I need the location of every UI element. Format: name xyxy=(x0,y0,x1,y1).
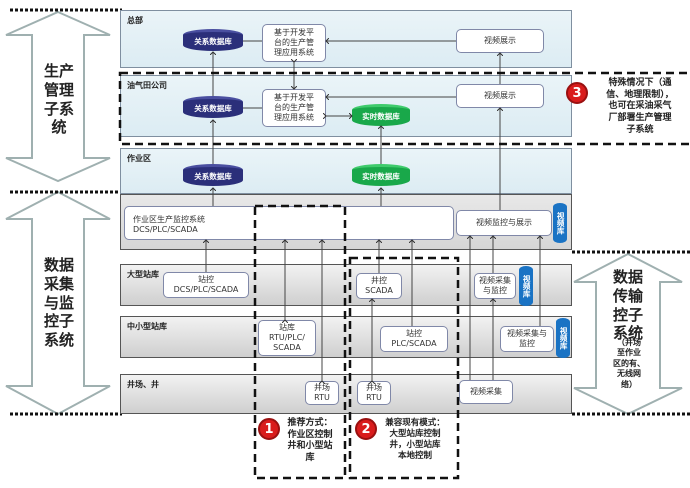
well-rtu-2: 井场 RTU xyxy=(357,381,391,405)
layer-label-oilfield-company: 油气田公司 xyxy=(127,81,167,90)
data-transmission-sublabel: （井场 至作业 区的有、 无线网 络） xyxy=(613,338,645,389)
well-rtu-1: 井场 RTU xyxy=(305,381,339,405)
video-db-work-area: 视频库 xyxy=(553,203,567,243)
production-management-arrow xyxy=(5,10,111,183)
station-control-large: 站控 DCS/PLC/SCADA xyxy=(163,272,249,298)
prod-app-hq: 基于开发平 台的生产管 理应用系统 xyxy=(262,24,326,62)
video-collect-small: 视频采集与 监控 xyxy=(500,326,554,352)
dashed-region-1 xyxy=(253,204,347,480)
prod-app-company: 基于开发平 台的生产管 理应用系统 xyxy=(262,89,326,127)
badge-3: 3 xyxy=(566,82,588,104)
badge-1: 1 xyxy=(258,418,280,440)
layer-label-large-station: 大型站库 xyxy=(127,270,159,279)
relational-db-company: 关系数据库 xyxy=(183,96,243,118)
realtime-db-work-area: 实时数据库 xyxy=(352,164,410,186)
relational-db-work-area: 关系数据库 xyxy=(183,164,243,186)
station-control-small: 站控 PLC/SCADA xyxy=(380,326,448,352)
note-2: 兼容现有模式： 大型站库控制 井，小型站库 本地控制 xyxy=(385,418,445,462)
video-collect-large: 视频采集 与监控 xyxy=(474,273,516,299)
layer-label-work-area: 作业区 xyxy=(127,154,151,163)
well-control-scada: 井控 SCADA xyxy=(356,273,402,299)
video-db-large-station: 视频库 xyxy=(519,266,533,306)
relational-db-hq: 关系数据库 xyxy=(183,29,243,51)
layer-label-headquarters: 总部 xyxy=(127,16,143,25)
note-3: 特殊情况下（通 信、地理限制）， 也可在采油采气 厂部署生产管理 子系统 xyxy=(606,78,674,135)
video-display-hq: 视频展示 xyxy=(456,29,544,53)
data-transmission-label: 数据 传输 控子 系统 xyxy=(612,268,643,343)
dashed-region-2 xyxy=(348,256,460,480)
station-rtu: 站库 RTU/PLC/ SCADA xyxy=(258,320,316,356)
layer-label-well-site: 井场、井 xyxy=(127,380,159,389)
video-db-small-station: 视频库 xyxy=(556,318,570,358)
realtime-db-company: 实时数据库 xyxy=(352,104,410,126)
video-monitor-display: 视频监控与展示 xyxy=(456,210,552,236)
production-management-label: 生产 管理 子系 统 xyxy=(44,62,75,137)
note-1: 推荐方式： 作业区控制 井和小型站 库 xyxy=(287,418,333,464)
layer-label-small-station: 中小型站库 xyxy=(127,322,167,331)
dashed-region-3 xyxy=(118,71,690,146)
badge-2: 2 xyxy=(355,418,377,440)
work-area-monitor-system: 作业区生产监控系统 DCS/PLC/SCADA xyxy=(124,206,454,240)
data-acquisition-label: 数据 采集 与监 控子 系统 xyxy=(44,256,75,349)
video-collect-well: 视频采集 xyxy=(459,380,513,404)
